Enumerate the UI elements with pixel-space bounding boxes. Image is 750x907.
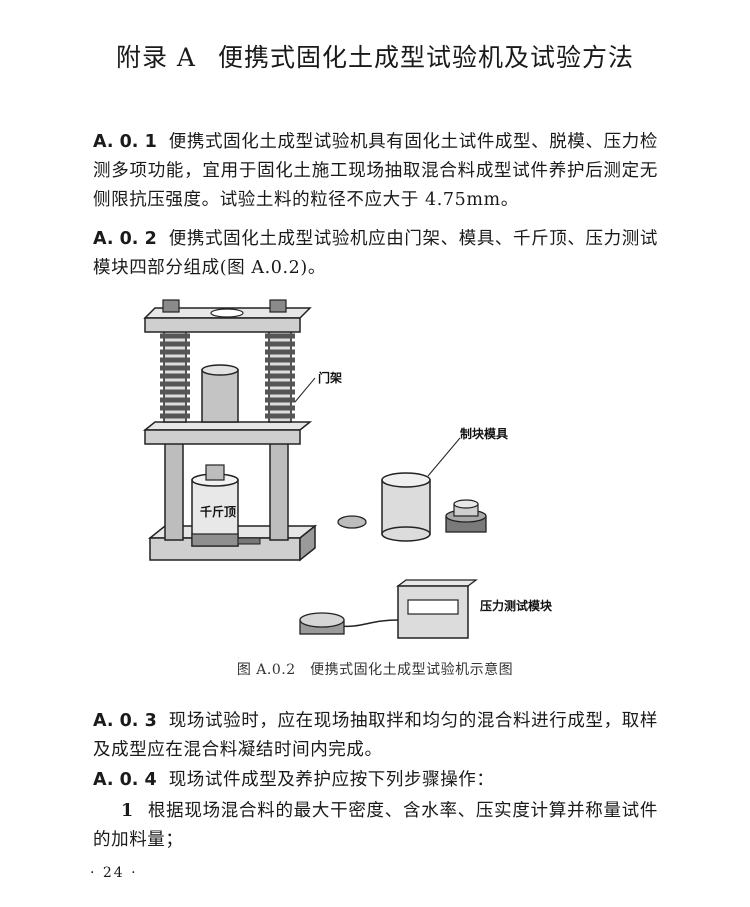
mold-label: 制块模具	[460, 426, 508, 441]
frame-label: 门架	[318, 370, 342, 385]
hydraulic-jack: 千斤顶	[191, 464, 261, 547]
clause-number: A. 0. 4	[93, 770, 157, 790]
clause-number: A. 0. 3	[93, 711, 157, 731]
jack-label: 千斤顶	[200, 504, 236, 519]
right-post	[269, 439, 289, 541]
page-number: · 24 ·	[90, 865, 138, 881]
middle-plate	[142, 421, 313, 445]
clause-text: 便携式固化土成型试验机应由门架、模具、千斤顶、压力测试模块四部分组成(图 A.0…	[93, 229, 659, 278]
clause-a04: A. 0. 4 现场试件成型及养护应按下列步骤操作：	[93, 766, 658, 795]
appendix-label: 附录 A	[115, 43, 196, 72]
specimen-cylinder	[201, 364, 239, 423]
clause-text: 现场试验时，应在现场抽取拌和均匀的混合料进行成型，取样及成型应在混合料凝结时间内…	[93, 711, 659, 760]
left-post	[164, 439, 184, 541]
pressure-module	[299, 579, 478, 639]
pressure-module-label: 压力测试模块	[480, 598, 553, 613]
step-text: 根据现场混合料的最大干密度、含水率、压实度计算并称量试件的加料量；	[93, 801, 658, 850]
step-number: 1	[121, 801, 134, 821]
figure-caption: 图 A.0.2 便携式固化土成型试验机示意图	[236, 662, 514, 678]
top-plate	[143, 299, 312, 333]
clause-text: 便携式固化土成型试验机具有固化土试件成型、脱模、压力检测多项功能，宜用于固化土施…	[93, 132, 659, 210]
mold-leader-line	[427, 437, 461, 477]
left-spring	[160, 329, 190, 423]
test-machine-figure: 千斤顶 门架 制块模具 压力测试模块	[142, 299, 553, 639]
mold-set	[337, 472, 487, 542]
clause-number: A. 0. 2	[93, 229, 157, 249]
appendix-title-text: 便携式固化土成型试验机及试验方法	[218, 43, 635, 72]
clause-number: A. 0. 1	[93, 132, 157, 152]
frame-leader-line	[294, 377, 316, 403]
right-spring	[265, 329, 295, 423]
clause-text: 现场试件成型及养护应按下列步骤操作：	[168, 770, 495, 790]
appendix-title: 附录 A 便携式固化土成型试验机及试验方法	[0, 38, 750, 74]
